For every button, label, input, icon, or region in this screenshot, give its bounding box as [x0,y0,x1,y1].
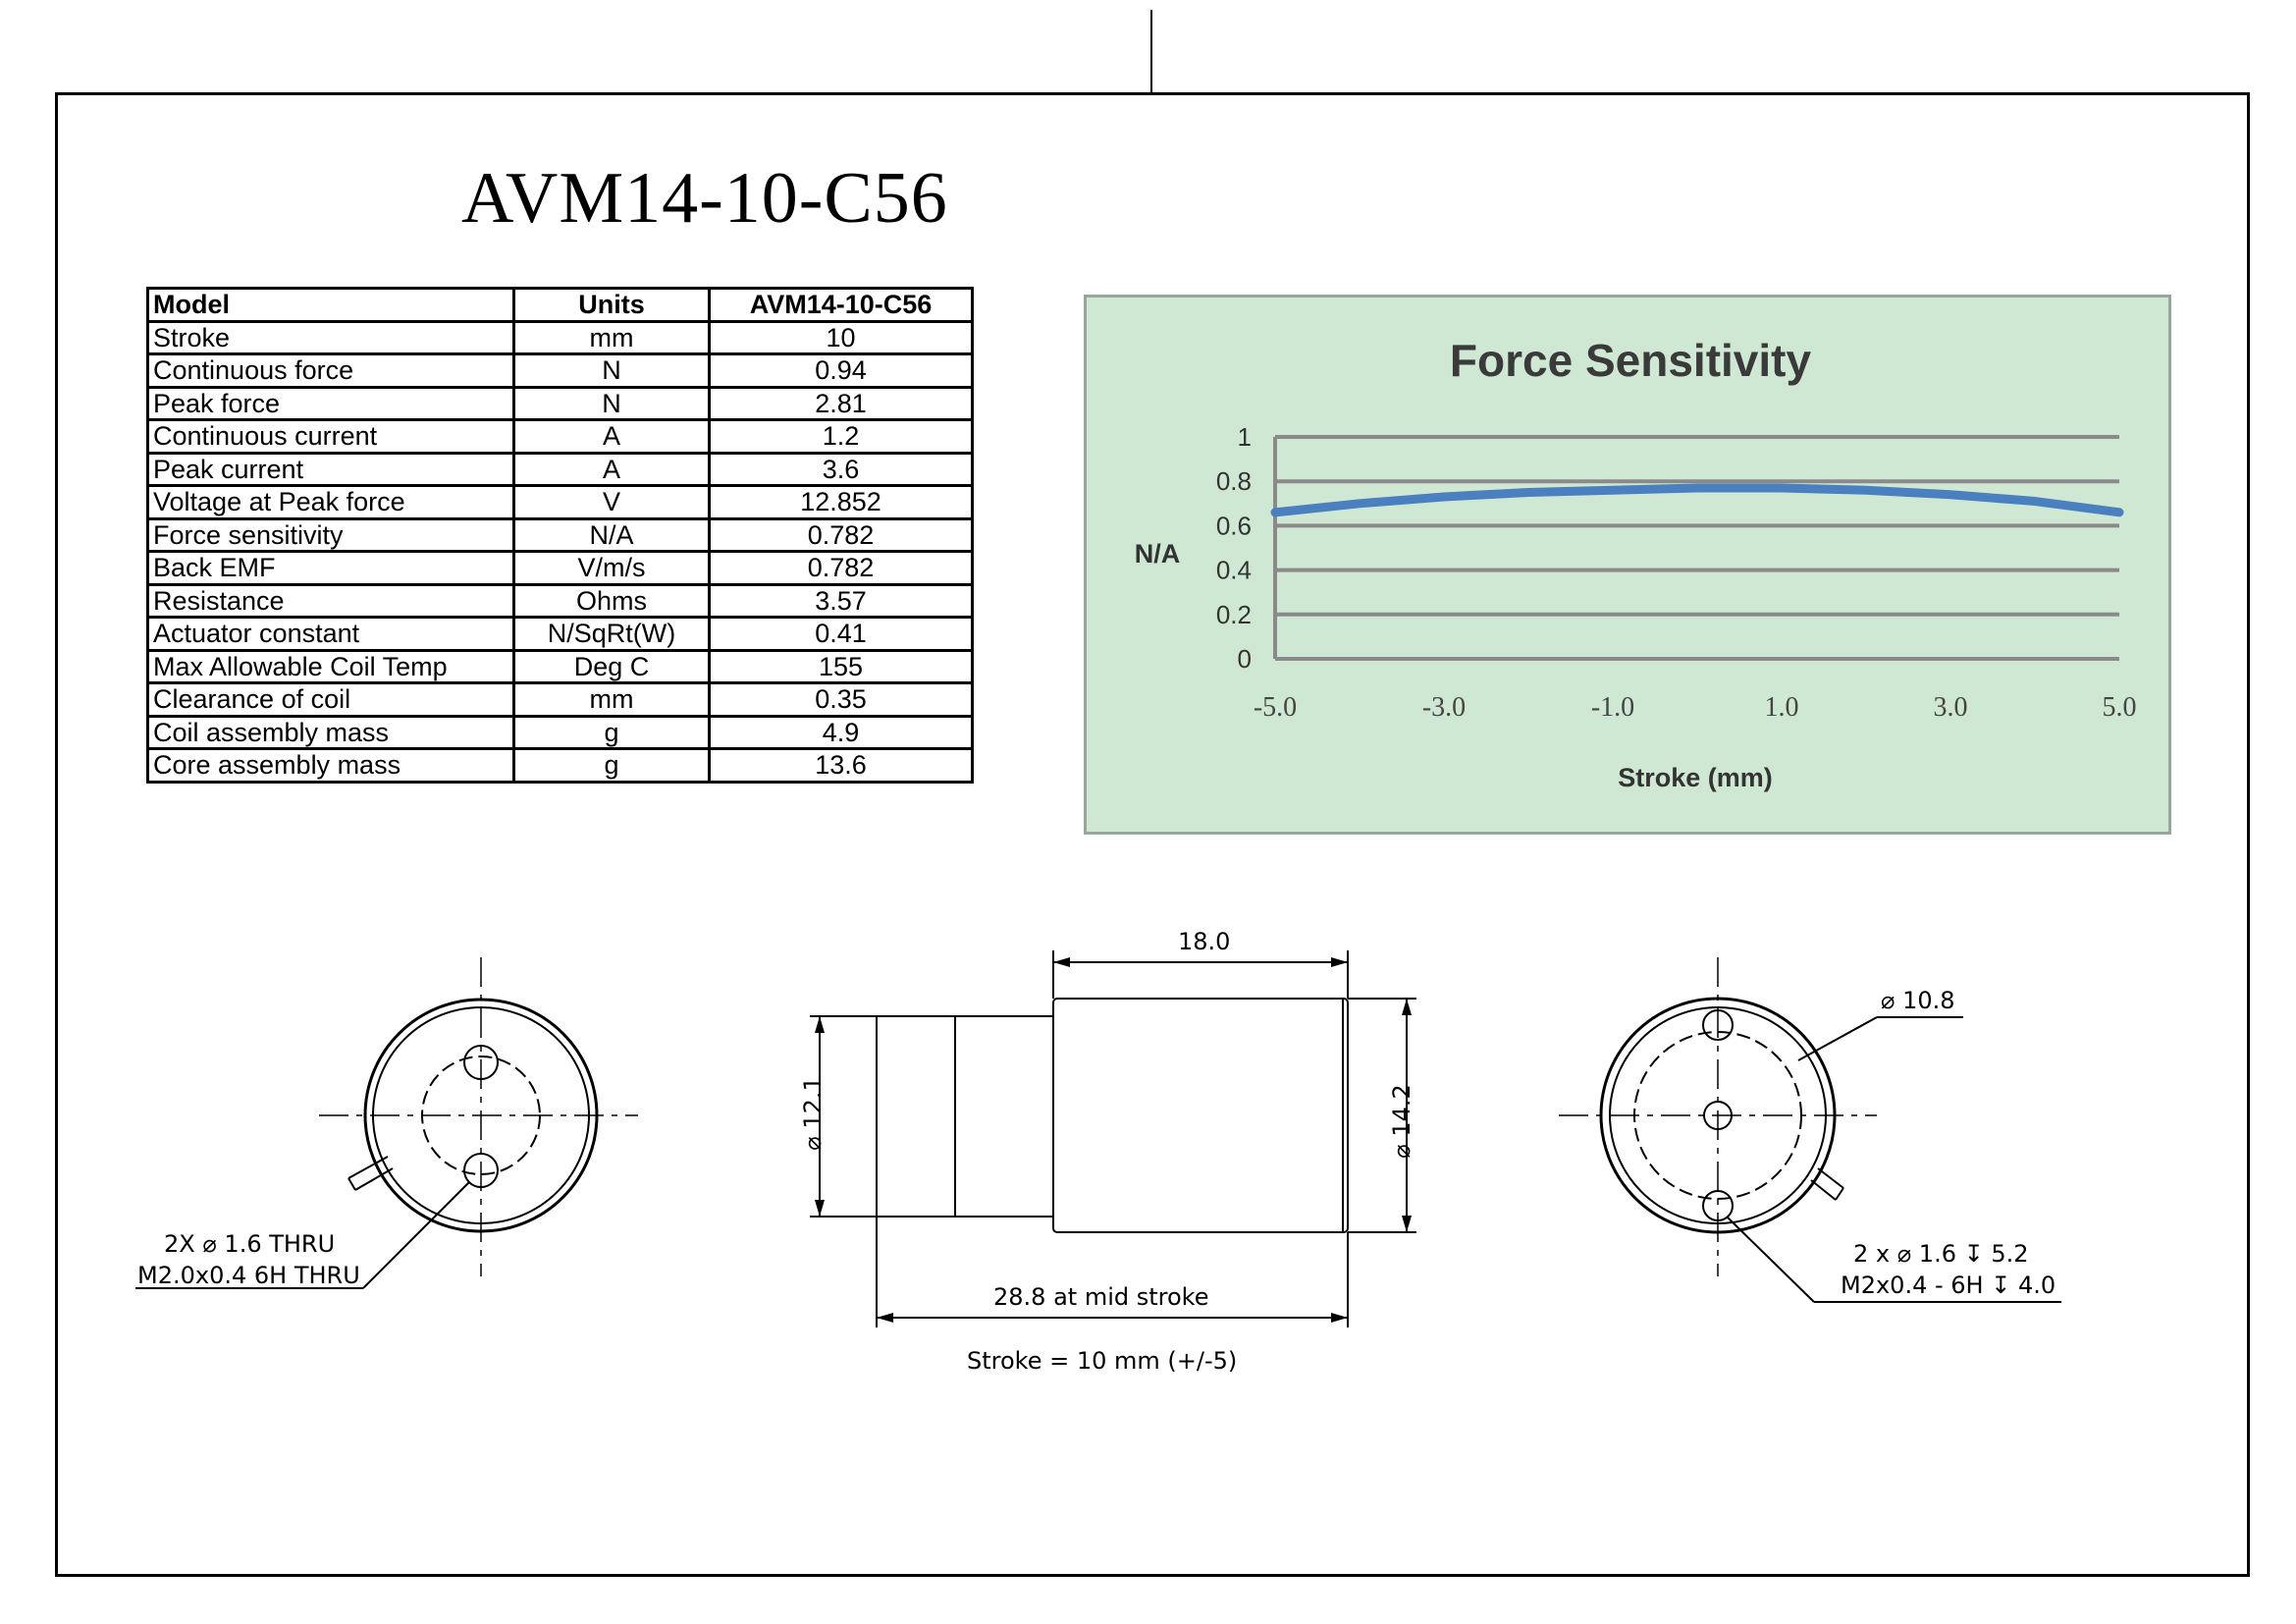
y-tick-label: 0.8 [1216,466,1252,496]
table-cell: 0.94 [708,352,974,389]
table-cell: mm [512,319,711,355]
left-hole-note-2: M2.0x0.4 6H THRU [137,1262,360,1289]
y-tick-label: 0 [1238,644,1252,674]
x-tick-label: -5.0 [1254,692,1297,723]
x-tick-label: -1.0 [1591,692,1634,723]
y-tick-label: 0.4 [1216,556,1252,585]
table-cell: Coil assembly mass [146,714,515,750]
table-cell: A [512,418,711,455]
force-sensitivity-chart: Force Sensitivity 0 0.2 0.4 0.6 0.8 1 -5.0 -3.0 -… [1084,295,2171,835]
table-cell: 0.782 [708,516,974,553]
dim-diameter-10-8: ⌀ 10.8 [1881,987,1955,1014]
table-cell: Peak force [146,385,515,421]
table-cell: Stroke [146,319,515,355]
table-cell: 3.57 [708,582,974,619]
table-cell: 2.81 [708,385,974,421]
table-cell: Back EMF [146,550,515,586]
table-header-cell: Units [512,287,711,323]
chart-svg: Force Sensitivity 0 0.2 0.4 0.6 0.8 1 -5.0 -3.0 -… [1135,335,2137,792]
y-axis-label: N/A [1135,539,1181,568]
table-cell: Actuator constant [146,616,515,652]
dimension-arrows [815,957,1412,1323]
table-cell: 13.6 [708,747,974,784]
table-cell: Peak current [146,451,515,487]
table-cell: Clearance of coil [146,681,515,718]
x-tick-label: 3.0 [1934,692,1968,723]
right-hole-note-2: M2x0.4 - 6H ↧ 4.0 [1841,1272,2056,1299]
table-cell: 0.41 [708,616,974,652]
table-cell: N/SqRt(W) [512,616,711,652]
chart-title: Force Sensitivity [1450,335,1812,386]
left-hole-note-1: 2X ⌀ 1.6 THRU [164,1230,336,1258]
table-cell: N [512,385,711,421]
sheet-top-divider [1150,10,1152,93]
x-tick-label: -3.0 [1422,692,1466,723]
dim-length-top: 18.0 [1178,928,1231,955]
x-tick-label: 1.0 [1765,692,1799,723]
table-cell: g [512,714,711,750]
table-cell: Core assembly mass [146,747,515,784]
table-cell: 155 [708,648,974,684]
dim-diameter-14: ⌀ 14.2 [1387,1084,1415,1159]
y-tick-label: 0.2 [1216,600,1252,629]
table-cell: N [512,352,711,389]
table-cell: 0.35 [708,681,974,718]
series-line [1270,483,2124,517]
table-header-cell: Model [146,287,515,323]
dim-diameter-12: ⌀ 12.1 [798,1076,827,1151]
right-hole-note-1: 2 x ⌀ 1.6 ↧ 5.2 [1853,1240,2029,1268]
stroke-note: Stroke = 10 mm (+/-5) [967,1347,1238,1375]
table-cell: Max Allowable Coil Temp [146,648,515,684]
table-cell: mm [512,681,711,718]
table-header-cell: AVM14-10-C56 [708,287,974,323]
table-cell: Deg C [512,648,711,684]
table-cell: 3.6 [708,451,974,487]
table-cell: Resistance [146,582,515,619]
x-axis-label: Stroke (mm) [1618,763,1773,792]
side-view [810,950,1416,1327]
y-tick-label: 1 [1238,422,1252,452]
table-cell: V [512,484,711,520]
x-tick-label: 5.0 [2103,692,2137,723]
table-cell: Voltage at Peak force [146,484,515,520]
table-cell: Force sensitivity [146,516,515,553]
table-cell: Ohms [512,582,711,619]
page-title: AVM14-10-C56 [461,158,948,239]
left-end-view [135,957,638,1289]
table-cell: g [512,747,711,784]
table-cell: N/A [512,516,711,553]
dim-total-length: 28.8 at mid stroke [993,1283,1209,1311]
table-cell: A [512,451,711,487]
table-cell: 4.9 [708,714,974,750]
table-cell: V/m/s [512,550,711,586]
table-cell: Continuous current [146,418,515,455]
table-cell: 1.2 [708,418,974,455]
table-cell: 10 [708,319,974,355]
table-cell: Continuous force [146,352,515,389]
table-cell: 12.852 [708,484,974,520]
right-end-view [1559,957,2061,1303]
table-cell: 0.782 [708,550,974,586]
y-tick-label: 0.6 [1216,511,1252,540]
drawing-frame [55,92,2250,1577]
